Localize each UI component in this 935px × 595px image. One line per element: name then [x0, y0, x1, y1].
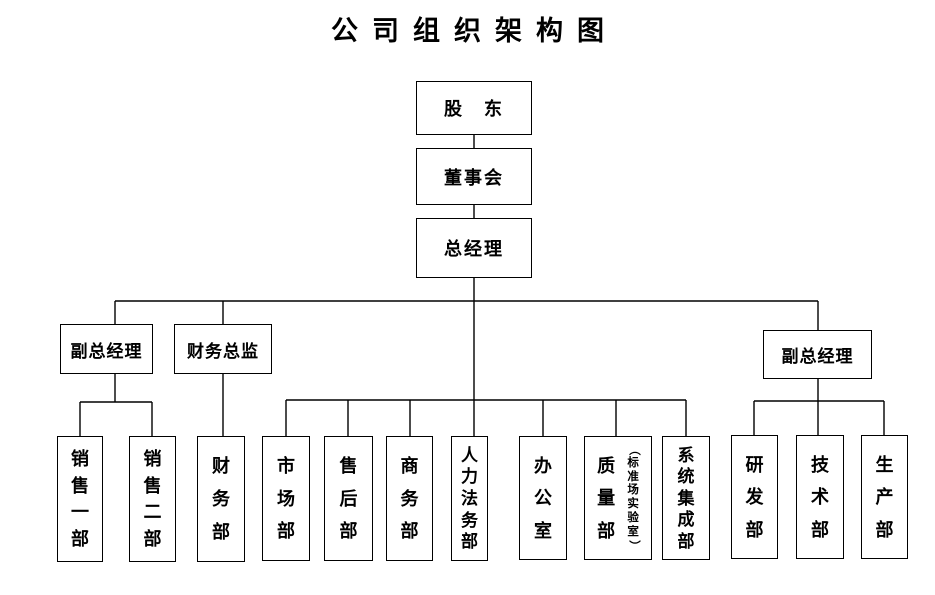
node-deputy-gm-right-label: 副总经理 [781, 347, 854, 366]
node-finance-director: 财务总监 [174, 324, 272, 374]
node-shareholders: 股 东 [416, 81, 532, 135]
node-shareholders-label: 股 东 [444, 99, 504, 119]
node-hr-legal-dept-label: 人力法务部 [461, 445, 478, 552]
node-production-dept-label: 生产部 [875, 454, 894, 540]
node-quality-dept-label: 质量部 [597, 455, 616, 541]
node-board-of-directors: 董事会 [416, 148, 532, 205]
node-technology-dept-label: 技术部 [811, 454, 829, 540]
node-finance-dept: 财务部 [197, 436, 245, 562]
node-commerce-dept-label: 商务部 [400, 455, 419, 542]
node-deputy-gm-left: 副总经理 [60, 324, 153, 374]
chart-title: 公司组织架构图 [331, 16, 618, 46]
node-office: 办公室 [519, 436, 567, 560]
node-sales-dept-1: 销售一部 [57, 436, 103, 562]
node-marketing-dept: 市场部 [262, 436, 310, 561]
node-office-label: 办公室 [534, 455, 552, 541]
node-quality-dept-note: （标准场实验室） [627, 444, 640, 552]
node-rnd-dept: 研发部 [731, 435, 778, 559]
node-aftersales-dept: 售后部 [324, 436, 373, 561]
node-general-manager-label: 总经理 [444, 239, 504, 259]
node-deputy-gm-right: 副总经理 [763, 330, 872, 379]
node-commerce-dept: 商务部 [386, 436, 433, 561]
node-aftersales-dept-label: 售后部 [339, 455, 358, 542]
node-sales-dept-2: 销售二部 [129, 436, 176, 562]
node-marketing-dept-label: 市场部 [277, 455, 295, 542]
node-finance-director-label: 财务总监 [187, 341, 259, 361]
node-finance-dept-label: 财务部 [212, 456, 230, 542]
node-hr-legal-dept: 人力法务部 [451, 436, 488, 561]
node-system-integration-dept-label: 系统集成部 [677, 445, 695, 551]
node-deputy-gm-left-label: 副总经理 [70, 341, 143, 361]
node-system-integration-dept: 系统集成部 [662, 436, 710, 560]
node-production-dept: 生产部 [861, 435, 908, 559]
node-board-of-directors-label: 董事会 [444, 167, 504, 188]
node-quality-dept: 质量部 （标准场实验室） [584, 436, 652, 560]
node-technology-dept: 技术部 [796, 435, 844, 559]
node-general-manager: 总经理 [416, 218, 532, 278]
node-rnd-dept-label: 研发部 [745, 454, 764, 540]
node-sales-dept-2-label: 销售二部 [143, 449, 162, 549]
node-sales-dept-1-label: 销售一部 [71, 449, 89, 549]
